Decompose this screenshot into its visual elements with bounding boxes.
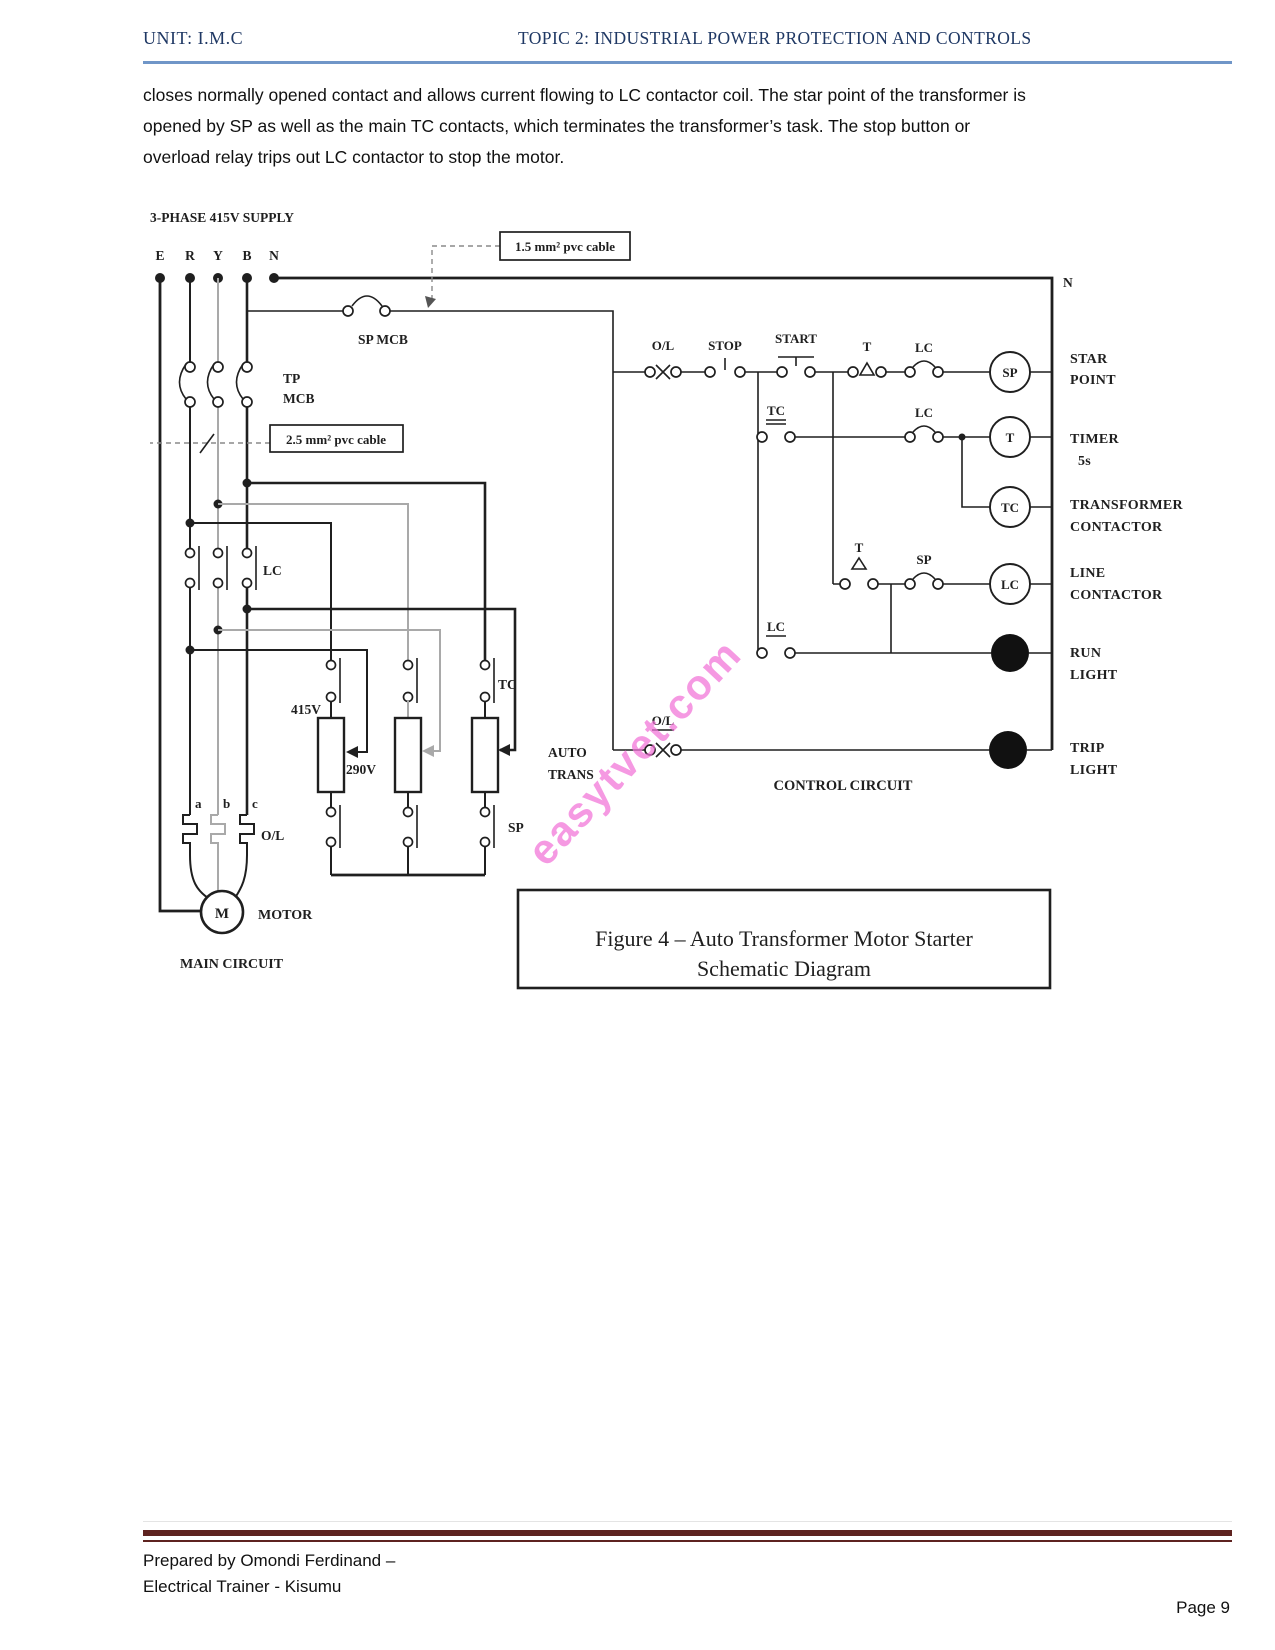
lc-main-label: LC (263, 563, 282, 578)
star-point-label-2: POINT (1070, 373, 1116, 388)
tp-mcb-label-2: MCB (283, 391, 315, 406)
terminal-a-label: a (195, 796, 202, 811)
cable-callout-1_5: 1.5 mm² pvc cable (425, 231, 631, 308)
v415-label: 415V (291, 702, 321, 717)
tp-mcb-label-1: TP (283, 371, 300, 386)
paragraph-line: opened by SP as well as the main TC cont… (143, 116, 971, 136)
header-unit: UNIT: I.M.C (143, 28, 244, 48)
phase-label-b: B (242, 248, 251, 263)
rung-run-light: LC (756, 619, 1052, 672)
run-light-lamp (991, 634, 1029, 672)
sp-mcb-label: SP MCB (358, 332, 408, 347)
cable-callout-1_5-text: 1.5 mm² pvc cable (515, 239, 615, 254)
ol-main-label: O/L (261, 828, 284, 843)
auto-trans-label-2: TRANS (548, 767, 594, 782)
sp-mcb: SP MCB (247, 295, 614, 750)
ctl-lc5-label: LC (767, 619, 785, 634)
t-coil: T (1006, 430, 1015, 445)
paragraph-line: overload relay trips out LC contactor to… (143, 147, 565, 167)
line-contactor-label-2: CONTACTOR (1070, 588, 1163, 603)
timer-label-2: 5s (1078, 454, 1091, 469)
auto-trans-label-1: AUTO (548, 745, 587, 760)
motor: M MOTOR MAIN CIRCUIT (180, 854, 313, 972)
trip-light-label-1: TRIP (1070, 741, 1105, 756)
figure-caption-line-1: Figure 4 – Auto Transformer Motor Starte… (595, 926, 973, 951)
ctl-t4-label: T (855, 540, 864, 555)
footer-author-line-2: Electrical Trainer - Kisumu (143, 1577, 342, 1596)
tc-main-label: TC (498, 677, 517, 692)
rung-star-point: O/L STOP START T LC SP (613, 331, 1052, 393)
ctl-lc-label: LC (915, 340, 933, 355)
phase-label-e: E (155, 248, 164, 263)
paragraph-line: closes normally opened contact and allow… (143, 85, 1026, 105)
page-number: Page 9 (1176, 1598, 1230, 1617)
v290-label: 290V (346, 762, 376, 777)
supply-terminals: 3-PHASE 415V SUPPLY E R Y B N (150, 210, 294, 283)
tc-coil: TC (1001, 500, 1019, 515)
footer-author: Prepared by Omondi Ferdinand – Electrica… (143, 1548, 395, 1600)
schematic-figure: 3-PHASE 415V SUPPLY E R Y B N N SP MCB (150, 210, 1184, 990)
ctl-start-label: START (775, 331, 817, 346)
header-topic: TOPIC 2: INDUSTRIAL POWER PROTECTION AND… (518, 28, 1032, 48)
sp-coil: SP (1002, 365, 1017, 380)
run-light-label-1: RUN (1070, 646, 1101, 661)
line-contactor-label-1: LINE (1070, 566, 1105, 581)
figure-caption: Figure 4 – Auto Transformer Motor Starte… (516, 888, 1052, 990)
control-circuit-label: CONTROL CIRCUIT (774, 778, 913, 794)
overload-relay: a b c O/L (182, 796, 284, 855)
ctl-t-label: T (863, 339, 872, 354)
ctl-stop-label: STOP (708, 338, 742, 353)
motor-label: MOTOR (258, 908, 313, 923)
motor-m-label: M (215, 906, 229, 922)
phase-label-r: R (185, 248, 195, 263)
ctl-ol6-label: O/L (652, 713, 675, 728)
ctl-tc-label: TC (767, 403, 785, 418)
footer-rule-thick (143, 1530, 1232, 1536)
autotransformer: AUTO TRANS (316, 701, 594, 808)
phase-label-y: Y (213, 248, 223, 263)
transformer-contactor-label-1: TRANSFORMER (1070, 498, 1184, 513)
lc-coil: LC (1001, 577, 1019, 592)
sp-main-label: SP (508, 820, 524, 835)
footer-rule-thin (143, 1540, 1232, 1542)
lc-main-contactor: LC (184, 546, 282, 590)
tp-mcb: TP MCB (178, 361, 315, 408)
footer-author-line-1: Prepared by Omondi Ferdinand – (143, 1551, 396, 1570)
cable-callout-2_5-text: 2.5 mm² pvc cable (286, 432, 386, 447)
sp-main-contactor: SP (325, 805, 524, 877)
body-paragraph: closes normally opened contact and allow… (143, 80, 1203, 173)
terminal-b-label: b (223, 796, 230, 811)
control-circuit: O/L STOP START T LC SP (613, 331, 1184, 794)
trip-light-lamp (989, 731, 1027, 769)
transformer-contactor-label-2: CONTACTOR (1070, 520, 1163, 535)
timer-label-1: TIMER (1070, 432, 1120, 447)
output-labels: STAR POINT TIMER 5s TRANSFORMER CONTACTO… (1070, 352, 1184, 778)
header-rule (143, 61, 1232, 64)
rung-timer: TC LC T TC (756, 403, 1052, 528)
ctl-lc2-label: LC (915, 405, 933, 420)
ctl-sp-label: SP (916, 552, 931, 567)
rung-line-contactor: T SP LC (833, 540, 1052, 653)
figure-caption-line-2: Schematic Diagram (697, 956, 871, 981)
cable-callout-2_5: 2.5 mm² pvc cable (150, 424, 404, 454)
ctl-ol-label: O/L (652, 338, 675, 353)
rung-trip-light: O/L (613, 713, 1052, 769)
star-point-label-1: STAR (1070, 352, 1108, 367)
terminal-c-label: c (252, 796, 258, 811)
footer-faint-rule (143, 1521, 1232, 1522)
main-circuit-label: MAIN CIRCUIT (180, 957, 284, 972)
tc-main-contactor: TC 415V (291, 658, 517, 717)
run-light-label-2: LIGHT (1070, 668, 1118, 683)
neutral-rail-label: N (1063, 275, 1073, 290)
phase-label-n: N (269, 248, 279, 263)
supply-title: 3-PHASE 415V SUPPLY (150, 210, 294, 225)
lower-tap-branches: 290V (185, 604, 517, 777)
trip-light-label-2: LIGHT (1070, 763, 1118, 778)
